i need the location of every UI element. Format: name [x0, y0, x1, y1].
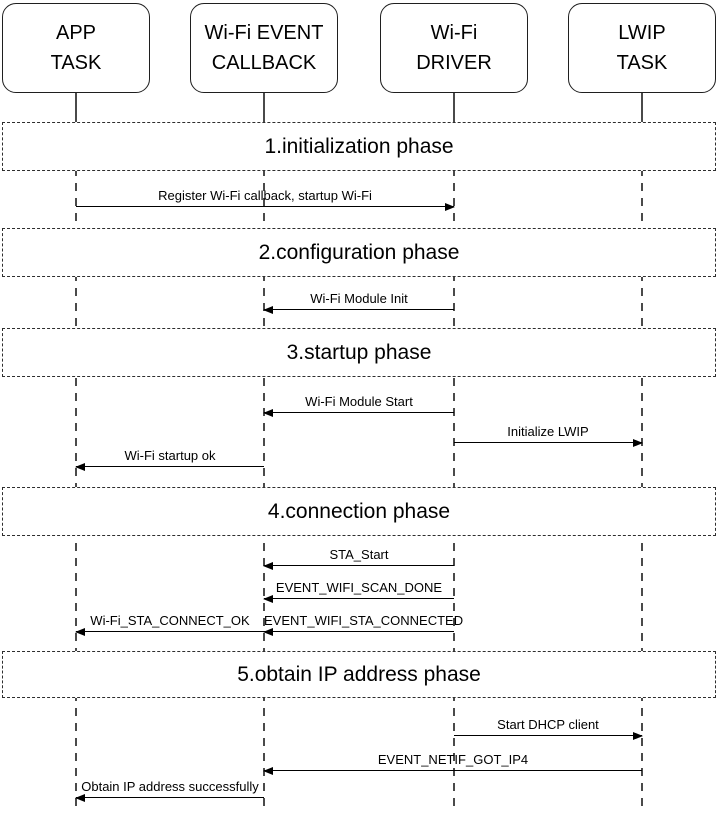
- message-3: Wi-Fi Module Start: [263, 388, 454, 417]
- message-line: [264, 564, 454, 566]
- message-line: [264, 597, 454, 599]
- message-line: [76, 465, 264, 467]
- message-1: Register Wi-Fi callback, startup Wi-Fi: [76, 182, 455, 211]
- message-label: Wi-Fi startup ok: [124, 448, 216, 463]
- actor-label-line-2: DRIVER: [416, 52, 492, 74]
- phase-band-2: 2.configuration phase: [2, 228, 716, 277]
- message-label: EVENT_NETIF_GOT_IP4: [377, 752, 529, 767]
- message-line: [264, 308, 454, 310]
- actor-label-line-1: Wi-Fi: [430, 22, 478, 44]
- actor-box-lwip-task: LWIP TASK: [568, 3, 716, 93]
- phase-band-4: 4.connection phase: [2, 487, 716, 536]
- arrowhead-icon: [633, 438, 643, 447]
- arrowhead-icon: [445, 202, 455, 211]
- lifeline-stem-app-task: [75, 93, 77, 123]
- arrowhead-icon: [75, 627, 85, 636]
- message-8: Wi-Fi_STA_CONNECT_OK: [75, 607, 264, 636]
- phase-label: 1.initialization phase: [264, 134, 454, 158]
- message-4: Initialize LWIP: [454, 418, 643, 447]
- message-11: EVENT_NETIF_GOT_IP4: [263, 746, 642, 775]
- phase-label: 5.obtain IP address phase: [237, 662, 481, 686]
- message-label: Wi-Fi Module Init: [310, 291, 408, 306]
- arrowhead-icon: [263, 627, 273, 636]
- message-2: Wi-Fi Module Init: [263, 285, 454, 314]
- lifeline-lwip-task: [641, 123, 643, 813]
- actor-label-line-1: Wi-Fi EVENT: [204, 22, 324, 44]
- actor-label-line-2: TASK: [50, 52, 102, 74]
- message-9: EVENT_WIFI_STA_CONNECTED: [263, 607, 464, 636]
- arrowhead-icon: [263, 766, 273, 775]
- actor-box-app-task: APP TASK: [2, 3, 150, 93]
- phase-band-5: 5.obtain IP address phase: [2, 651, 716, 698]
- message-label: STA_Start: [329, 547, 389, 562]
- message-label: Wi-Fi Module Start: [305, 394, 413, 409]
- message-line: [76, 205, 454, 207]
- message-line: [264, 411, 454, 413]
- phase-band-1: 1.initialization phase: [2, 122, 716, 171]
- actor-label-line-1: APP: [55, 22, 97, 44]
- actor-label-line-2: CALLBACK: [211, 52, 317, 74]
- lifeline-stem-wifi-event-callback: [263, 93, 265, 123]
- arrowhead-icon: [263, 561, 273, 570]
- lifeline-stem-lwip-task: [641, 93, 643, 123]
- phase-label: 4.connection phase: [267, 499, 451, 523]
- arrowhead-icon: [633, 731, 643, 740]
- lifeline-wifi-driver: [453, 123, 455, 813]
- phase-label: 2.configuration phase: [258, 240, 460, 264]
- message-label: EVENT_WIFI_STA_CONNECTED: [264, 613, 464, 628]
- arrowhead-icon: [263, 594, 273, 603]
- message-line: [76, 796, 264, 798]
- phase-label: 3.startup phase: [286, 340, 432, 364]
- arrowhead-icon: [263, 305, 273, 314]
- message-10: Start DHCP client: [454, 711, 643, 740]
- message-label: Start DHCP client: [497, 717, 599, 732]
- lifeline-wifi-event-callback: [263, 123, 265, 813]
- arrowhead-icon: [263, 408, 273, 417]
- actor-box-wifi-event-callback: Wi-Fi EVENT CALLBACK: [190, 3, 338, 93]
- message-label: EVENT_WIFI_SCAN_DONE: [275, 580, 443, 595]
- message-line: [454, 441, 642, 443]
- message-label: Register Wi-Fi callback, startup Wi-Fi: [158, 188, 372, 203]
- message-line: [264, 769, 642, 771]
- lifeline-stem-wifi-driver: [453, 93, 455, 123]
- message-line: [76, 630, 264, 632]
- actor-label-line-2: TASK: [616, 52, 668, 74]
- message-label: Wi-Fi_STA_CONNECT_OK: [90, 613, 250, 628]
- message-line: [264, 630, 454, 632]
- message-12: Obtain IP address successfully: [75, 773, 264, 802]
- message-line: [454, 734, 642, 736]
- phase-band-3: 3.startup phase: [2, 328, 716, 377]
- message-label: Initialize LWIP: [507, 424, 589, 439]
- arrowhead-icon: [75, 462, 85, 471]
- message-7: EVENT_WIFI_SCAN_DONE: [263, 574, 454, 603]
- message-label: Obtain IP address successfully: [81, 779, 259, 794]
- message-6: STA_Start: [263, 541, 454, 570]
- message-5: Wi-Fi startup ok: [75, 442, 264, 471]
- actor-label-line-1: LWIP: [618, 22, 666, 44]
- arrowhead-icon: [75, 793, 85, 802]
